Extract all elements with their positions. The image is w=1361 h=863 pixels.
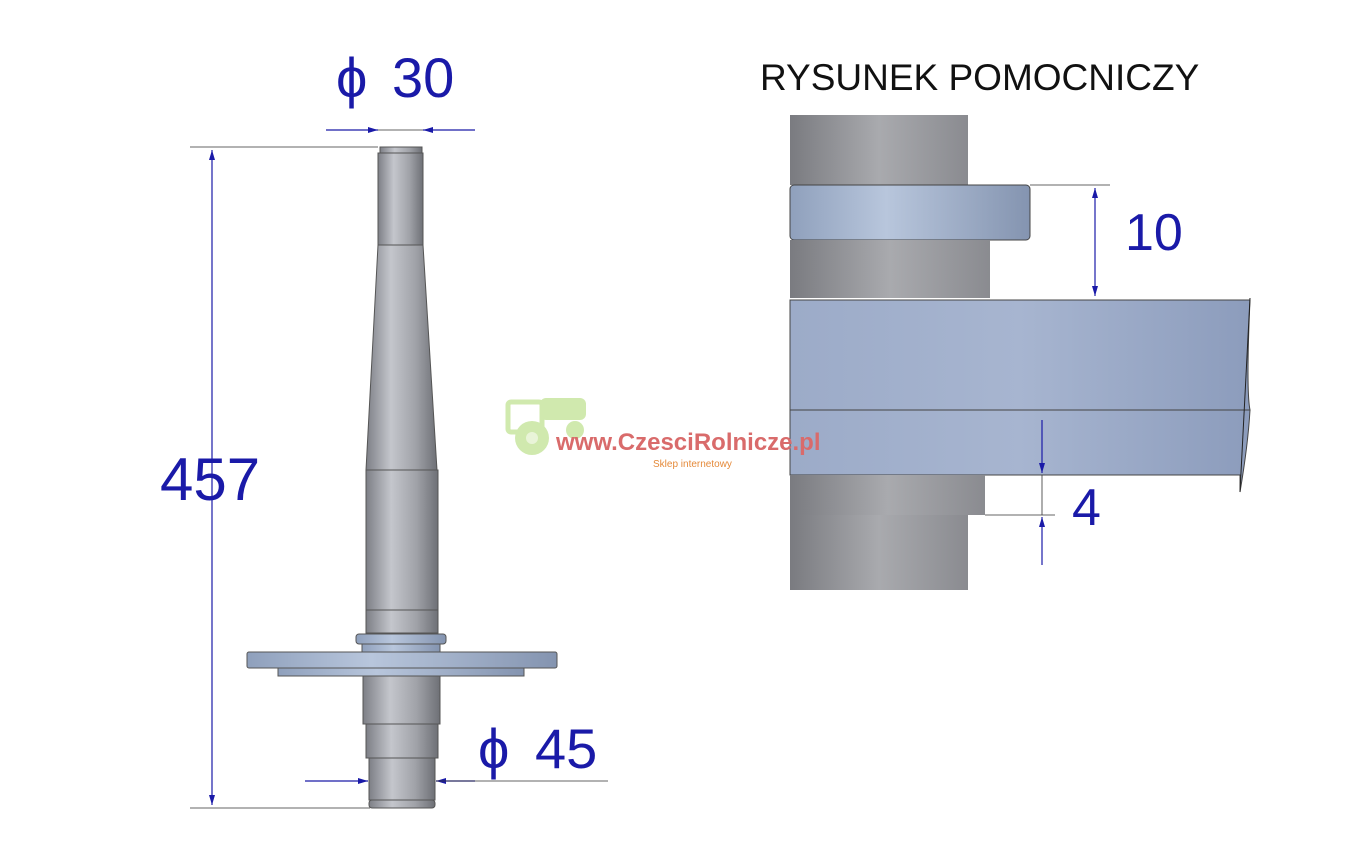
dimension-gap-label: 4 [1072, 479, 1101, 537]
dimension-ring-thickness [1030, 184, 1110, 296]
diameter-symbol: ϕ [336, 46, 367, 109]
detail-title: RYSUNEK POMOCNICZY [760, 57, 1199, 98]
watermark-tagline: Sklep internetowy [653, 459, 732, 470]
dimension-bottom-diameter-label: 45 [535, 717, 597, 780]
watermark-url: www.CzesciRolnicze.pl [555, 429, 821, 456]
detail-view [789, 115, 1251, 590]
dimension-gap [985, 420, 1055, 565]
dimension-top-diameter-label: 30 [392, 46, 454, 109]
dimension-length [190, 146, 378, 809]
tractor-logo [505, 398, 586, 455]
diameter-symbol: ϕ [478, 717, 509, 780]
dimension-ring-thickness-label: 10 [1125, 204, 1183, 262]
dimension-length-label: 457 [160, 446, 260, 513]
shaft-part [246, 146, 558, 809]
